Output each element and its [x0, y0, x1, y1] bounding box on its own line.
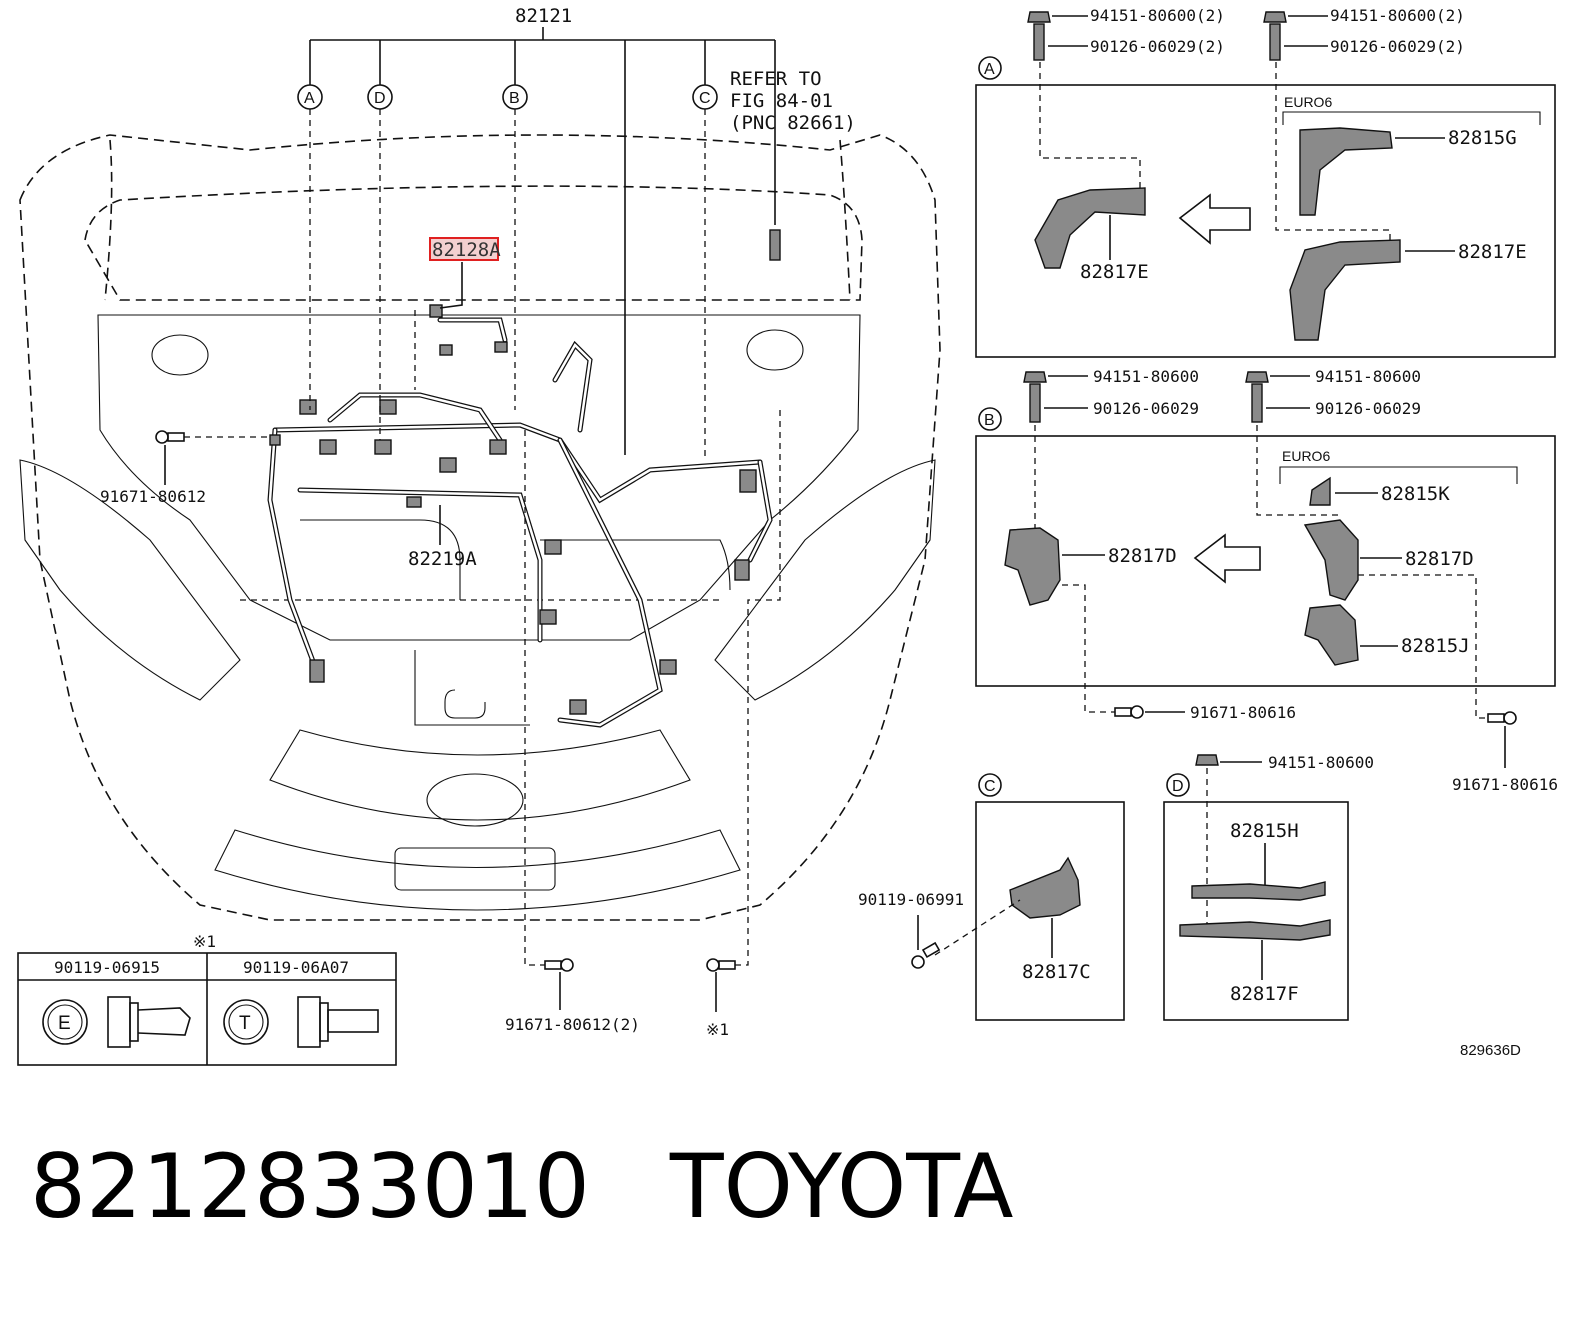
callout-a[interactable]: A	[297, 84, 323, 110]
svg-text:A: A	[304, 90, 315, 107]
detail-a: 94151-80600(2) 90126-06029(2) 94151-8060…	[975, 6, 1556, 358]
refer-note-line-1: REFER TO	[730, 68, 822, 90]
svg-text:82128A: 82128A	[432, 239, 501, 261]
legend-part-e: 90119-06915	[54, 958, 160, 977]
bolt-bottom-label: 91671-80612(2)	[505, 1015, 640, 1034]
nut-icon	[1195, 754, 1219, 766]
svg-text:EURO6: EURO6	[1284, 94, 1332, 110]
svg-text:D: D	[1172, 778, 1184, 795]
highlighted-part-82128a[interactable]: 82128A	[429, 237, 501, 261]
nut-icon	[1245, 371, 1269, 383]
legend-symbol-e: E	[58, 1013, 71, 1034]
svg-text:94151-80600(2): 94151-80600(2)	[1090, 6, 1225, 25]
svg-text:82817D: 82817D	[1108, 545, 1177, 567]
bolt-icon	[544, 958, 574, 972]
refer-note-line-3: (PNC 82661)	[730, 112, 856, 134]
part-number: 8212833010	[30, 1135, 590, 1238]
svg-text:C: C	[984, 778, 996, 795]
svg-text:82817D: 82817D	[1405, 548, 1474, 570]
svg-text:B: B	[984, 412, 995, 429]
svg-text:C: C	[699, 90, 711, 107]
bolt-legend-table: ※1 90119-06915 90119-06A07 E T	[17, 932, 397, 1066]
bolt-left-label: 91671-80612	[100, 487, 206, 506]
refer-note-line-2: FIG 84-01	[730, 90, 833, 112]
svg-text:90119-06991: 90119-06991	[858, 890, 964, 909]
legend-part-t: 90119-06A07	[243, 958, 349, 977]
nut-icon	[1023, 371, 1047, 383]
figure-code: 829636D	[1460, 1042, 1521, 1059]
svg-text:D: D	[374, 90, 386, 107]
detail-b: 94151-80600 90126-06029 94151-80600 9012…	[975, 367, 1558, 794]
detail-d: D 94151-80600 82815H 82817F	[1163, 753, 1374, 1021]
svg-text:94151-80600(2): 94151-80600(2)	[1330, 6, 1465, 25]
footer: 8212833010 TOYOTA	[30, 1135, 1093, 1238]
nut-icon	[1263, 11, 1287, 23]
svg-text:82817E: 82817E	[1080, 261, 1149, 283]
svg-text:EURO6: EURO6	[1282, 448, 1330, 464]
note-mark-bottom: ※1	[706, 1020, 729, 1039]
legend-symbol-t: T	[239, 1013, 251, 1034]
svg-text:82817E: 82817E	[1458, 241, 1527, 263]
harness-part-number: 82121	[515, 5, 572, 27]
engine-wire-harness[interactable]	[267, 229, 781, 728]
svg-text:90126-06029: 90126-06029	[1315, 399, 1421, 418]
bolt-icon	[706, 958, 736, 972]
callout-b[interactable]: B	[502, 84, 528, 110]
callout-c[interactable]: C	[692, 84, 718, 110]
svg-text:82815J: 82815J	[1401, 635, 1470, 657]
svg-text:91671-80616: 91671-80616	[1452, 775, 1558, 794]
svg-text:94151-80600: 94151-80600	[1315, 367, 1421, 386]
svg-text:82815H: 82815H	[1230, 820, 1299, 842]
bolt-icon	[1114, 705, 1144, 719]
svg-text:A: A	[984, 61, 995, 78]
car-outline	[19, 134, 941, 921]
brand-name: TOYOTA	[669, 1135, 1014, 1238]
svg-text:82815G: 82815G	[1448, 127, 1517, 149]
svg-text:94151-80600: 94151-80600	[1268, 753, 1374, 772]
part-label-82219a: 82219A	[408, 548, 477, 570]
bolt-icon	[911, 941, 941, 969]
legend-note-mark: ※1	[193, 932, 216, 951]
svg-text:91671-80616: 91671-80616	[1190, 703, 1296, 722]
svg-text:90126-06029(2): 90126-06029(2)	[1090, 37, 1225, 56]
bolt-icon	[1487, 711, 1517, 725]
svg-text:94151-80600: 94151-80600	[1093, 367, 1199, 386]
svg-text:90126-06029: 90126-06029	[1093, 399, 1199, 418]
callout-d[interactable]: D	[367, 84, 393, 110]
svg-text:82815K: 82815K	[1381, 483, 1450, 505]
bolt-icon	[155, 430, 185, 444]
nut-icon	[1027, 11, 1051, 23]
detail-c: C 82817C 90119-06991	[858, 773, 1125, 1021]
svg-text:82817F: 82817F	[1230, 983, 1299, 1005]
svg-text:B: B	[509, 90, 520, 107]
svg-text:90126-06029(2): 90126-06029(2)	[1330, 37, 1465, 56]
svg-text:82817C: 82817C	[1022, 961, 1091, 983]
